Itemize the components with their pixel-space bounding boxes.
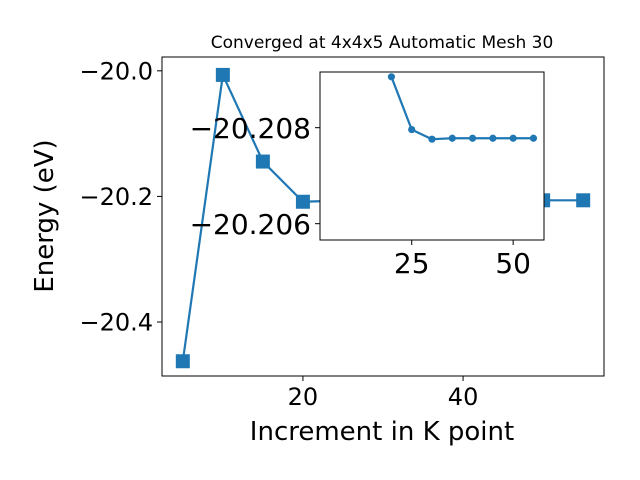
inset-data-point [387, 73, 396, 81]
inset-y-tick-label: −20.208 [190, 112, 311, 145]
main-data-point [576, 193, 591, 208]
y-axis-label: Energy (eV) [30, 139, 60, 292]
main-x-tick-label: 20 [288, 383, 319, 411]
inset-plot-frame [319, 71, 545, 241]
inset-data-point [428, 135, 436, 143]
inset-data-point [529, 134, 538, 142]
inset-data-point [489, 134, 497, 142]
inset-data-point [448, 134, 456, 142]
inset-x-tick-label: 50 [495, 247, 531, 280]
main-y-tick-label: −20.0 [79, 57, 153, 85]
chart-title: Converged at 4x4x5 Automatic Mesh 30 [211, 33, 554, 53]
inset-x-tick-label: 25 [394, 247, 430, 280]
inset-data-point [509, 134, 517, 142]
main-y-tick-label: −20.2 [79, 183, 153, 211]
main-data-point [215, 67, 230, 82]
main-y-tick-label: −20.4 [79, 309, 153, 337]
inset-y-tick-label: −20.206 [190, 208, 311, 241]
main-x-tick-label: 40 [448, 383, 479, 411]
main-data-point [175, 354, 190, 369]
inset-data-point [468, 134, 477, 142]
x-axis-label: Increment in K point [250, 417, 514, 447]
main-data-point [295, 194, 310, 209]
main-data-point [255, 154, 270, 169]
inset-plot: 25 50 −20.208 −20.206 [190, 71, 545, 280]
inset-data-point [408, 126, 416, 134]
